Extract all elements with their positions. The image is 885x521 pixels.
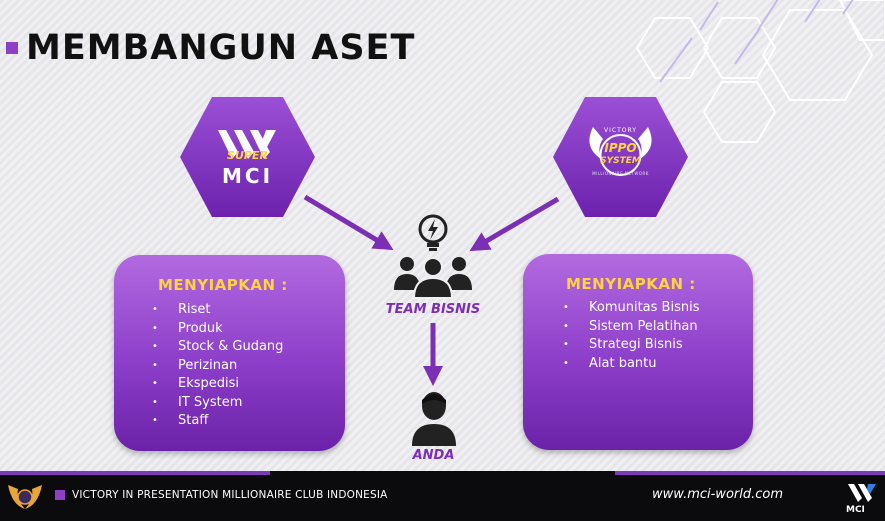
deco-stroke	[659, 37, 693, 83]
victory-label: VICTORY	[604, 127, 637, 134]
slide-title: MEMBANGUN ASET	[26, 28, 416, 68]
list-item: •Stock & Gudang	[152, 339, 284, 354]
title-bullet-square	[6, 42, 18, 54]
list-item: •Riset	[152, 302, 211, 317]
deco-hexagon	[838, 0, 885, 41]
ring-label: MILLIONAIRE NETWORK	[592, 171, 649, 176]
mci-label: MCI	[221, 164, 274, 188]
victory-wings-logo-icon	[8, 485, 42, 509]
left-box-heading: MENYIAPKAN :	[158, 276, 288, 294]
deco-stroke	[804, 0, 821, 23]
footer-mci-label: MCI	[846, 505, 865, 515]
anda-label: ANDA	[412, 448, 455, 463]
winged-emblem-icon	[589, 127, 652, 176]
list-item: •Ekspedisi	[152, 376, 240, 391]
team-bisnis-label: TEAM BISNIS	[385, 302, 481, 317]
deco-hexagon	[702, 81, 777, 143]
list-item: •Staff	[152, 413, 209, 428]
footer-accent-stripe-left	[0, 471, 270, 475]
hexagon-shape	[180, 97, 315, 217]
right-box-list: •Komunitas Bisnis •Sistem Pelatihan •Str…	[563, 299, 699, 373]
list-item: •IT System	[152, 394, 243, 410]
hexagon-shape	[553, 97, 688, 217]
victory-ippo-system-logo-hexagon: VICTORY IPPO SYSTEM MILLIONAIRE NETWORK	[553, 97, 688, 217]
mci-mark-icon	[218, 130, 276, 159]
list-item: •Komunitas Bisnis	[563, 300, 700, 315]
deco-hexagon	[635, 17, 710, 79]
list-item: •Strategi Bisnis	[563, 337, 683, 352]
footer-accent-stripe-right	[615, 471, 885, 475]
footer-bar	[0, 471, 885, 521]
arrow-right-to-team	[469, 196, 560, 252]
team-bisnis-icon	[394, 214, 472, 299]
arrow-left-to-team	[303, 194, 394, 251]
super-mci-logo-hexagon: SUPER MCI	[180, 97, 315, 217]
deco-stroke	[699, 1, 719, 31]
person-icon	[412, 392, 456, 446]
mci-footer-logo-icon	[848, 484, 876, 502]
left-box-list: •Riset •Produk •Stock & Gudang •Perizina…	[152, 301, 283, 431]
list-item: •Perizinan	[152, 357, 238, 373]
title-block: MEMBANGUN ASET	[6, 28, 415, 68]
right-box-heading: MENYIAPKAN :	[566, 275, 696, 293]
super-label: SUPER	[227, 149, 268, 162]
list-item: •Produk	[152, 320, 223, 336]
right-preparation-box: MENYIAPKAN : •Komunitas Bisnis •Sistem P…	[523, 254, 753, 450]
deco-stroke	[757, 0, 779, 31]
footer-organization-text: VICTORY IN PRESENTATION MILLIONAIRE CLUB…	[72, 489, 388, 501]
deco-stroke	[734, 27, 761, 65]
list-item: •Sistem Pelatihan	[563, 318, 698, 334]
footer-bullet-square	[55, 490, 65, 500]
footer-website-link[interactable]: www.mci-world.com	[652, 487, 784, 502]
ippo-label: IPPO	[604, 141, 637, 155]
left-preparation-box: MENYIAPKAN : •Riset •Produk •Stock & Gud…	[114, 255, 345, 451]
list-item: •Alat bantu	[563, 355, 657, 371]
system-label: SYSTEM	[600, 156, 641, 166]
deco-stroke	[842, 0, 854, 15]
deco-hexagon	[702, 17, 777, 79]
